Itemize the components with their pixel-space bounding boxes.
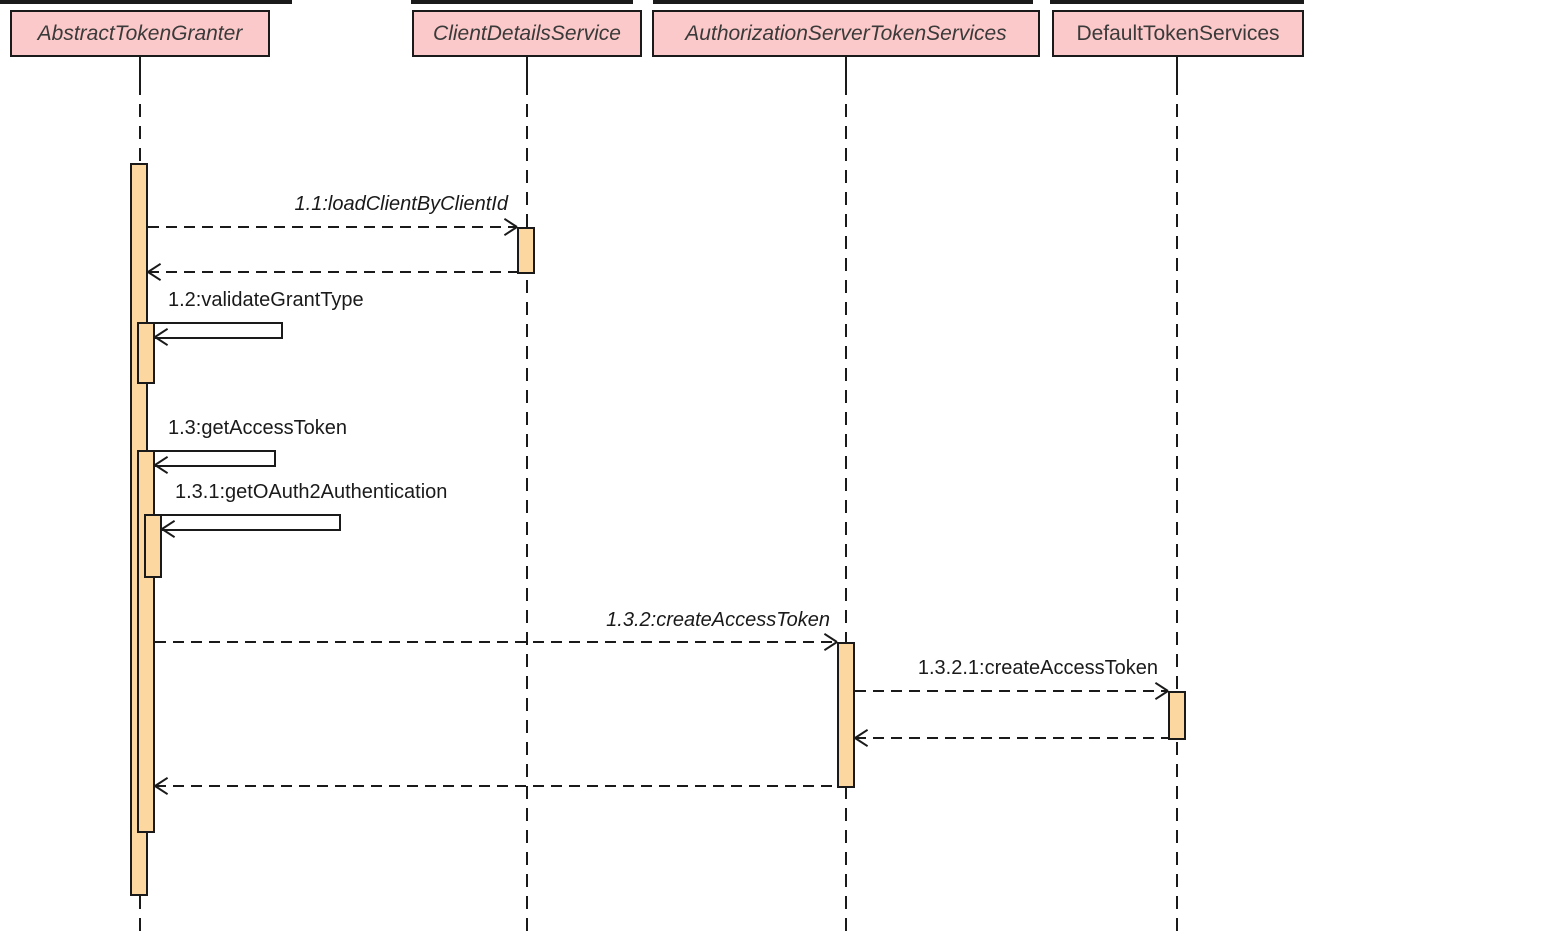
participant-header: ClientDetailsService (412, 10, 642, 57)
participant-label: AbstractTokenGranter (37, 21, 243, 45)
activation-bar (837, 642, 855, 788)
message-label: 1.2:validateGrantType (168, 289, 364, 311)
activation-bar (137, 450, 155, 833)
activation-bar (517, 227, 535, 274)
return-message-line (155, 785, 837, 787)
lifeline (1176, 82, 1178, 936)
activation-bar (1168, 691, 1186, 740)
message-label: 1.3.2.1:createAccessToken (917, 657, 1158, 679)
participant-header: AbstractTokenGranter (10, 10, 270, 57)
lifeline (526, 82, 528, 936)
call-message-line (148, 226, 517, 228)
cropped-box-edge (1050, 0, 1304, 4)
participant-label: ClientDetailsService (433, 21, 621, 45)
lifeline (845, 82, 847, 936)
lifeline-solid-segment (845, 57, 847, 82)
self-message-shape (157, 514, 341, 531)
cropped-box-edge (653, 0, 1033, 4)
return-message-line (855, 737, 1168, 739)
cropped-box-edge (0, 0, 292, 4)
participant-header: AuthorizationServerTokenServices (652, 10, 1040, 57)
self-message-shape (150, 450, 276, 467)
participant-label: DefaultTokenServices (1076, 21, 1280, 45)
participant-header: DefaultTokenServices (1052, 10, 1304, 57)
message-label: 1.3.2:createAccessToken (606, 609, 830, 631)
activation-bar (137, 322, 155, 384)
activation-bar (144, 514, 162, 578)
message-label: 1.3:getAccessToken (168, 417, 347, 439)
message-label: 1.3.1:getOAuth2Authentication (175, 481, 448, 503)
lifeline-solid-segment (139, 57, 141, 82)
return-message-line (148, 271, 517, 273)
lifeline-solid-segment (526, 57, 528, 82)
call-message-line (855, 690, 1168, 692)
message-label: 1.1:loadClientByClientId (294, 193, 508, 215)
call-message-line (155, 641, 837, 643)
self-message-shape (150, 322, 283, 339)
participant-label: AuthorizationServerTokenServices (685, 21, 1007, 45)
lifeline-solid-segment (1176, 57, 1178, 82)
cropped-box-edge (411, 0, 633, 4)
